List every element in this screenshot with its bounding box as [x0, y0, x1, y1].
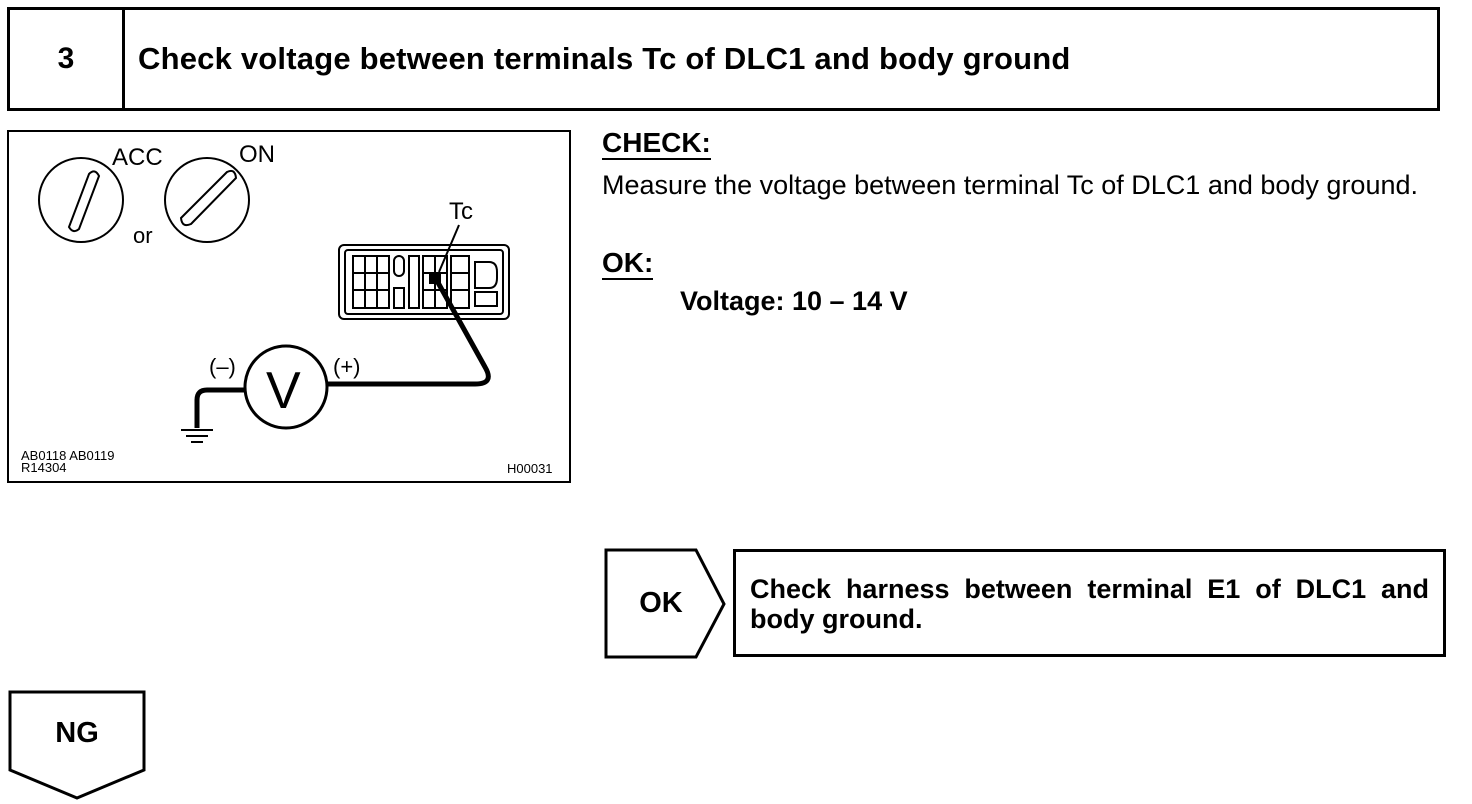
- dlc1-voltage-diagram: ACC ON or Tc V (–) (+): [21, 141, 553, 476]
- ok-arrow-shape: [604, 548, 726, 659]
- label-acc: ACC: [112, 144, 163, 171]
- ok-action-text: Check harness between terminal E1 of DLC…: [750, 574, 1429, 634]
- check-instruction: Measure the voltage between terminal Tc …: [602, 170, 1418, 200]
- label-negative: (–): [209, 354, 236, 379]
- negative-probe-wire: [194, 387, 245, 428]
- dlc1-connector-icon: [338, 244, 510, 320]
- ng-result-label: NG: [55, 716, 99, 749]
- step-header: 3 Check voltage between terminals Tc of …: [7, 7, 1440, 111]
- ignition-switch-on-icon: [164, 157, 250, 243]
- step-title: Check voltage between terminals Tc of DL…: [138, 41, 1071, 76]
- check-heading: CHECK:: [602, 127, 711, 160]
- ok-spec-heading: OK:: [602, 247, 654, 280]
- diagram-figure: ACC ON or Tc V (–) (+): [7, 130, 571, 483]
- ref-codes-line1: AB0118 AB0119: [21, 448, 115, 463]
- ok-action-box: Check harness between terminal E1 of DLC…: [733, 549, 1446, 657]
- label-tc: Tc: [449, 198, 473, 225]
- ground-symbol-icon: [181, 429, 213, 443]
- label-or: or: [133, 223, 153, 248]
- positive-probe-wire: [327, 277, 491, 387]
- voltmeter-icon: V: [243, 344, 329, 430]
- voltmeter-symbol: V: [266, 362, 301, 420]
- voltage-spec: Voltage: 10 – 14 V: [680, 286, 908, 316]
- ref-codes-line2: R14304: [21, 460, 67, 475]
- ignition-switch-acc-icon: [38, 157, 124, 243]
- label-positive: (+): [333, 354, 361, 379]
- figure-code: H00031: [507, 461, 553, 476]
- ok-result-label: OK: [639, 586, 683, 619]
- tc-leader-line: [438, 224, 460, 273]
- step-number: 3: [10, 10, 125, 108]
- ng-arrow-shape: [8, 690, 146, 800]
- label-on: ON: [239, 141, 275, 168]
